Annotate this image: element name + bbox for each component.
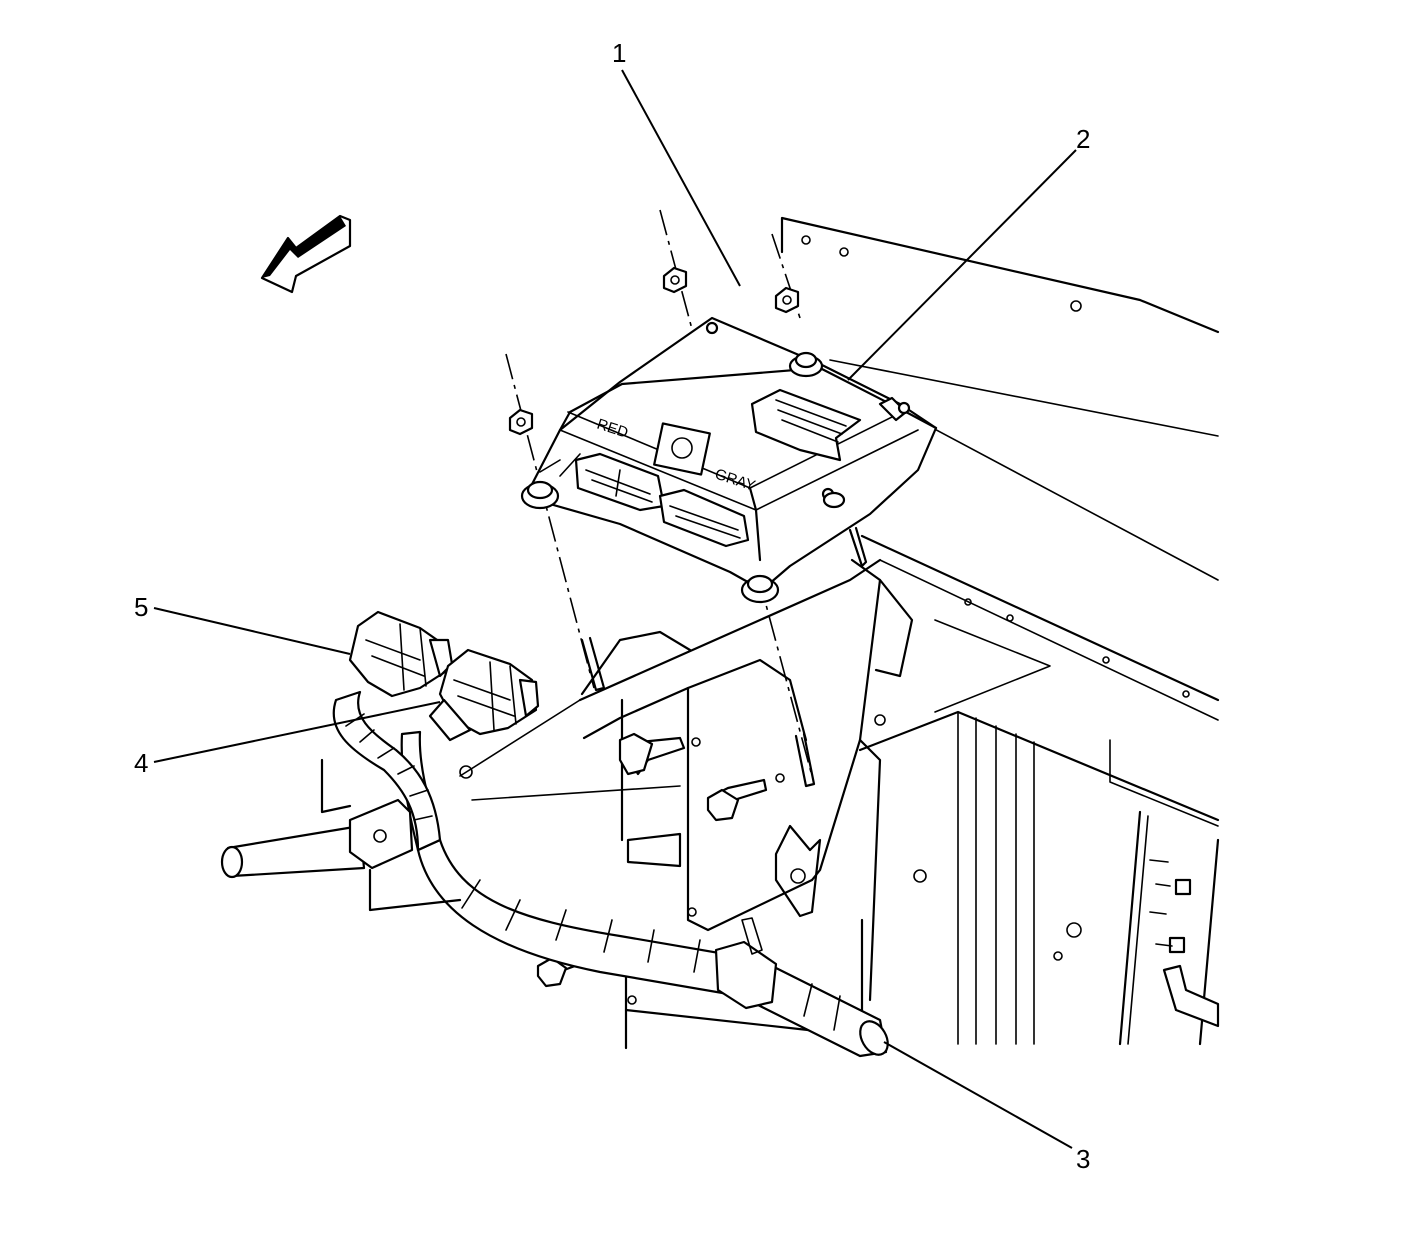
- leader-lines: [153, 69, 1077, 1149]
- callout-2: 2: [1076, 124, 1090, 154]
- callout-3: 3: [1076, 1144, 1090, 1174]
- callout-4: 4: [134, 748, 148, 778]
- ecm-grommets: [520, 351, 846, 604]
- callout-labels: 1 2 3 4 5: [134, 38, 1090, 1174]
- callout-1: 1: [612, 38, 626, 68]
- harness-connector-upper: [348, 610, 454, 698]
- ecm-studs: [580, 526, 868, 788]
- wiring-harness: [220, 690, 889, 1058]
- lower-body-panel: [858, 598, 1220, 1046]
- engine-control-module: RED GRAY: [526, 316, 938, 592]
- harness-connector-lower: [428, 648, 540, 742]
- ecm-bracket: [459, 558, 914, 1050]
- front-direction-arrow-icon: [260, 214, 352, 294]
- ecm-nuts: [508, 266, 800, 436]
- callout-5: 5: [134, 592, 148, 622]
